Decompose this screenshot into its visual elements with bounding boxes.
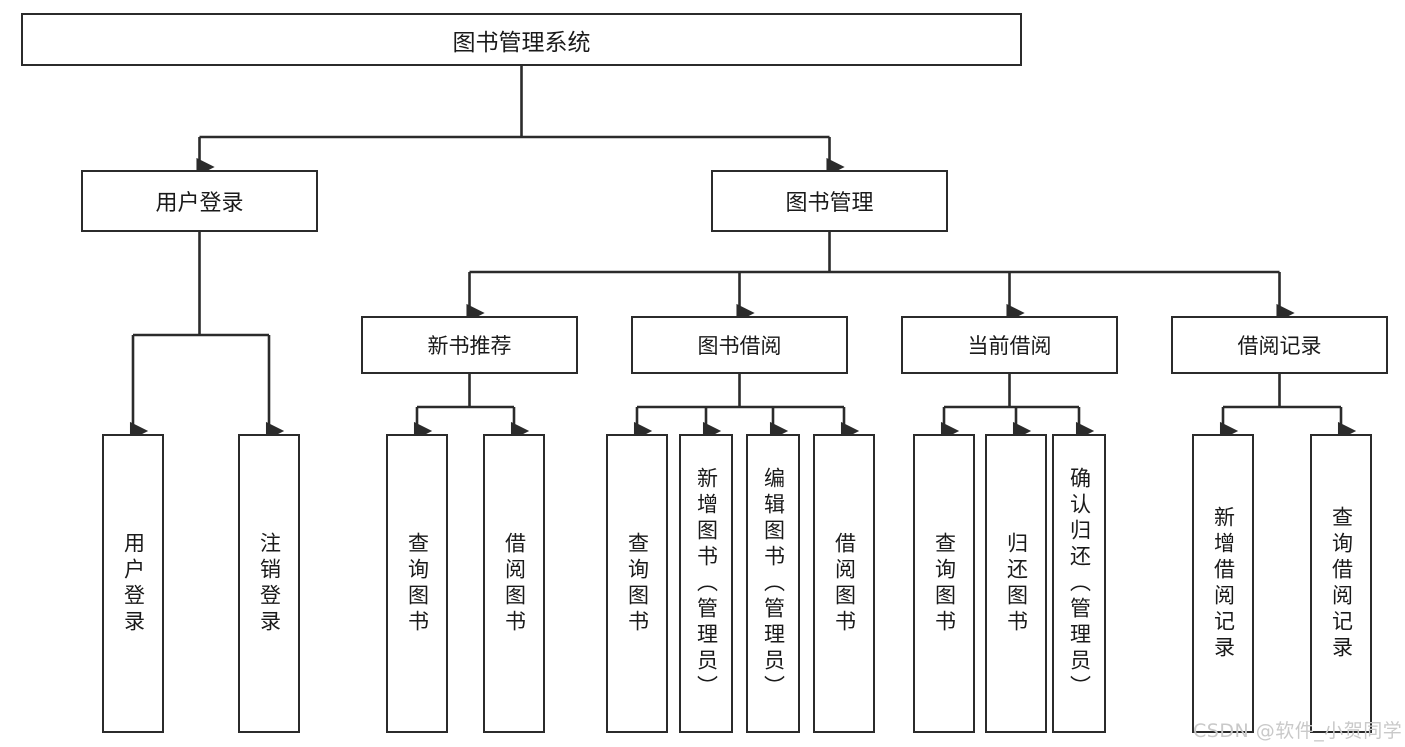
leaf-node-label: 归还图书	[1004, 531, 1029, 636]
leaf-node-borrow-book-borrow[interactable]: 借阅图书	[813, 434, 875, 733]
node-book-borrow-label: 图书借阅	[697, 334, 782, 358]
leaf-node-add-borrow-record[interactable]: 新增借阅记录	[1192, 434, 1254, 733]
node-borrow-record-label: 借阅记录	[1237, 334, 1322, 358]
node-new-book-recommend-label: 新书推荐	[427, 334, 512, 358]
leaf-node-return-book[interactable]: 归还图书	[985, 434, 1047, 733]
leaf-node-label: 确认归还（管理员）	[1067, 466, 1092, 701]
leaf-node-borrow-book-recommend[interactable]: 借阅图书	[483, 434, 545, 733]
leaf-node-query-book-recommend[interactable]: 查询图书	[386, 434, 448, 733]
leaf-node-add-book-admin[interactable]: 新增图书（管理员）	[679, 434, 733, 733]
node-current-borrow-label: 当前借阅	[967, 334, 1052, 358]
leaf-node-edit-book-admin[interactable]: 编辑图书（管理员）	[746, 434, 800, 733]
leaf-node-confirm-return-admin[interactable]: 确认归还（管理员）	[1052, 434, 1106, 733]
leaf-node-label: 查询图书	[932, 531, 957, 636]
node-user-login[interactable]: 用户登录	[81, 170, 318, 232]
node-book-management-label: 图书管理	[785, 191, 874, 216]
node-current-borrow[interactable]: 当前借阅	[901, 316, 1118, 374]
node-root[interactable]: 图书管理系统	[21, 13, 1022, 66]
leaf-node-label: 新增借阅记录	[1211, 505, 1236, 662]
leaf-node-query-borrow-record[interactable]: 查询借阅记录	[1310, 434, 1372, 733]
leaf-node-label: 查询图书	[405, 531, 430, 636]
leaf-node-label: 查询图书	[625, 531, 650, 636]
leaf-node-label: 借阅图书	[502, 531, 527, 636]
node-borrow-record[interactable]: 借阅记录	[1171, 316, 1388, 374]
leaf-node-logout-action[interactable]: 注销登录	[238, 434, 300, 733]
node-new-book-recommend[interactable]: 新书推荐	[361, 316, 578, 374]
node-root-label: 图书管理系统	[452, 29, 591, 56]
leaf-node-label: 注销登录	[257, 531, 282, 636]
node-book-management[interactable]: 图书管理	[711, 170, 948, 232]
leaf-node-label: 查询借阅记录	[1329, 505, 1354, 662]
leaf-node-query-book-borrow[interactable]: 查询图书	[606, 434, 668, 733]
leaf-node-user-login-action[interactable]: 用户登录	[102, 434, 164, 733]
node-book-borrow[interactable]: 图书借阅	[631, 316, 848, 374]
csdn-watermark: CSDN @软件_小贺同学	[1193, 720, 1403, 742]
leaf-node-label: 编辑图书（管理员）	[761, 466, 786, 701]
leaf-node-label: 新增图书（管理员）	[694, 466, 719, 701]
node-user-login-label: 用户登录	[155, 191, 244, 216]
leaf-node-query-book-current[interactable]: 查询图书	[913, 434, 975, 733]
leaf-node-label: 用户登录	[121, 531, 146, 636]
leaf-node-label: 借阅图书	[832, 531, 857, 636]
